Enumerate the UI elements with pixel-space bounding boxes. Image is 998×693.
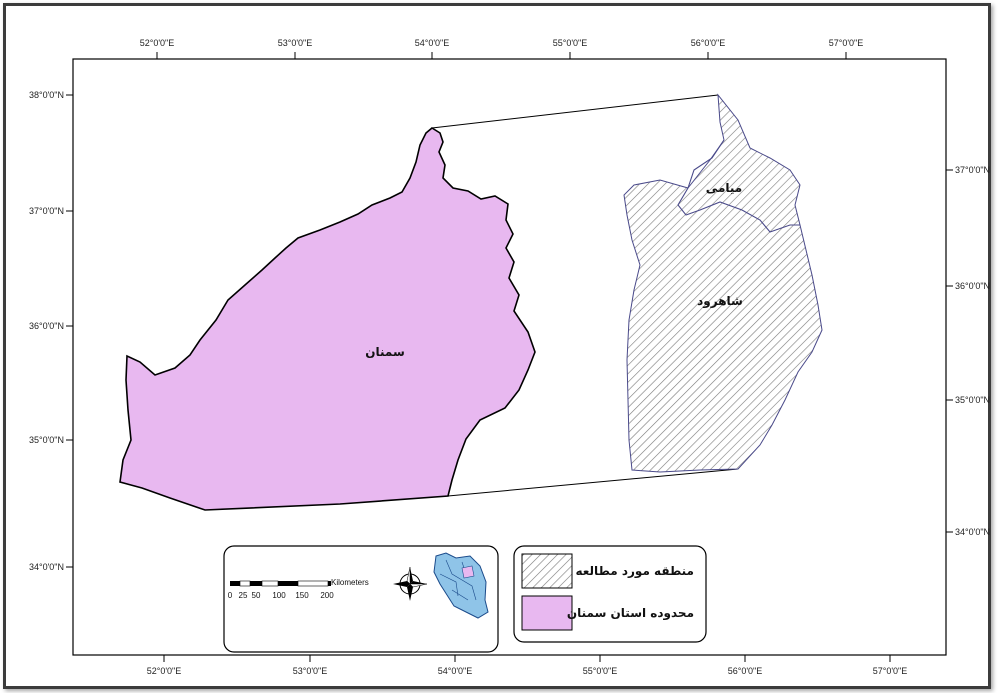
shahroud-label: شاهرود xyxy=(697,294,743,309)
bottom-tick-label: 55°0'0"E xyxy=(583,666,618,676)
study-area-legend-label: منطقه مورد مطالعه xyxy=(576,564,695,579)
top-tick-label: 52°0'0"E xyxy=(140,38,175,48)
iran-inset-map xyxy=(433,552,489,619)
scale-label: 200 xyxy=(320,591,334,600)
mayamey-label: میامی xyxy=(706,181,742,195)
scale-label: 25 xyxy=(239,591,248,600)
right-tick-label: 34°0'0"N xyxy=(955,527,990,537)
left-ticks: 38°0'0"N 37°0'0"N 36°0'0"N 35°0'0"N 34°0… xyxy=(29,90,73,572)
left-tick-label: 36°0'0"N xyxy=(29,321,64,331)
right-tick-label: 35°0'0"N xyxy=(955,395,990,405)
top-tick-label: 54°0'0"E xyxy=(415,38,450,48)
symbol-legend-box: منطقه مورد مطالعه محدوده استان سمنان xyxy=(513,545,707,643)
bottom-tick-label: 57°0'0"E xyxy=(873,666,908,676)
left-tick-label: 37°0'0"N xyxy=(29,206,64,216)
province-boundary-legend-label: محدوده استان سمنان xyxy=(567,606,694,621)
scale-label: 50 xyxy=(252,591,261,600)
scale-unit-label: Kilometers xyxy=(331,578,369,587)
study-area-swatch xyxy=(521,553,573,589)
left-tick-label: 34°0'0"N xyxy=(29,562,64,572)
right-ticks: 37°0'0"N 36°0'0"N 35°0'0"N 34°0'0"N xyxy=(946,165,990,537)
semnan-label: سمنان xyxy=(365,345,405,359)
province-boundary-swatch xyxy=(521,595,573,631)
top-ticks: 52°0'0"E 53°0'0"E 54°0'0"E 55°0'0"E 56°0… xyxy=(140,38,864,59)
shahroud-region-polygon xyxy=(623,93,823,473)
top-tick-label: 56°0'0"E xyxy=(691,38,726,48)
bottom-ticks: 52°0'0"E 53°0'0"E 54°0'0"E 55°0'0"E 56°0… xyxy=(147,655,908,676)
top-tick-label: 55°0'0"E xyxy=(553,38,588,48)
scale-label: 0 xyxy=(228,591,233,600)
mayamey-region-outline xyxy=(687,139,725,189)
map-neatline xyxy=(72,58,947,656)
compass-rose-icon xyxy=(393,566,428,601)
bottom-tick-label: 53°0'0"E xyxy=(293,666,328,676)
left-tick-label: 38°0'0"N xyxy=(29,90,64,100)
right-tick-label: 36°0'0"N xyxy=(955,281,990,291)
zoom-connector-lines xyxy=(431,94,739,497)
mayamey-boundary xyxy=(677,187,800,233)
scale-bar: Kilometers 0 25 50 100 150 200 xyxy=(228,578,369,600)
semnan-province-polygon xyxy=(119,127,536,511)
left-tick-label: 35°0'0"N xyxy=(29,435,64,445)
scale-label: 150 xyxy=(295,591,309,600)
bottom-tick-label: 54°0'0"E xyxy=(438,666,473,676)
scale-label: 100 xyxy=(272,591,286,600)
bottom-tick-label: 56°0'0"E xyxy=(728,666,763,676)
scale-legend-box: Kilometers 0 25 50 100 150 200 xyxy=(223,545,499,653)
bottom-tick-label: 52°0'0"E xyxy=(147,666,182,676)
top-tick-label: 57°0'0"E xyxy=(829,38,864,48)
right-tick-label: 37°0'0"N xyxy=(955,165,990,175)
top-tick-label: 53°0'0"E xyxy=(278,38,313,48)
